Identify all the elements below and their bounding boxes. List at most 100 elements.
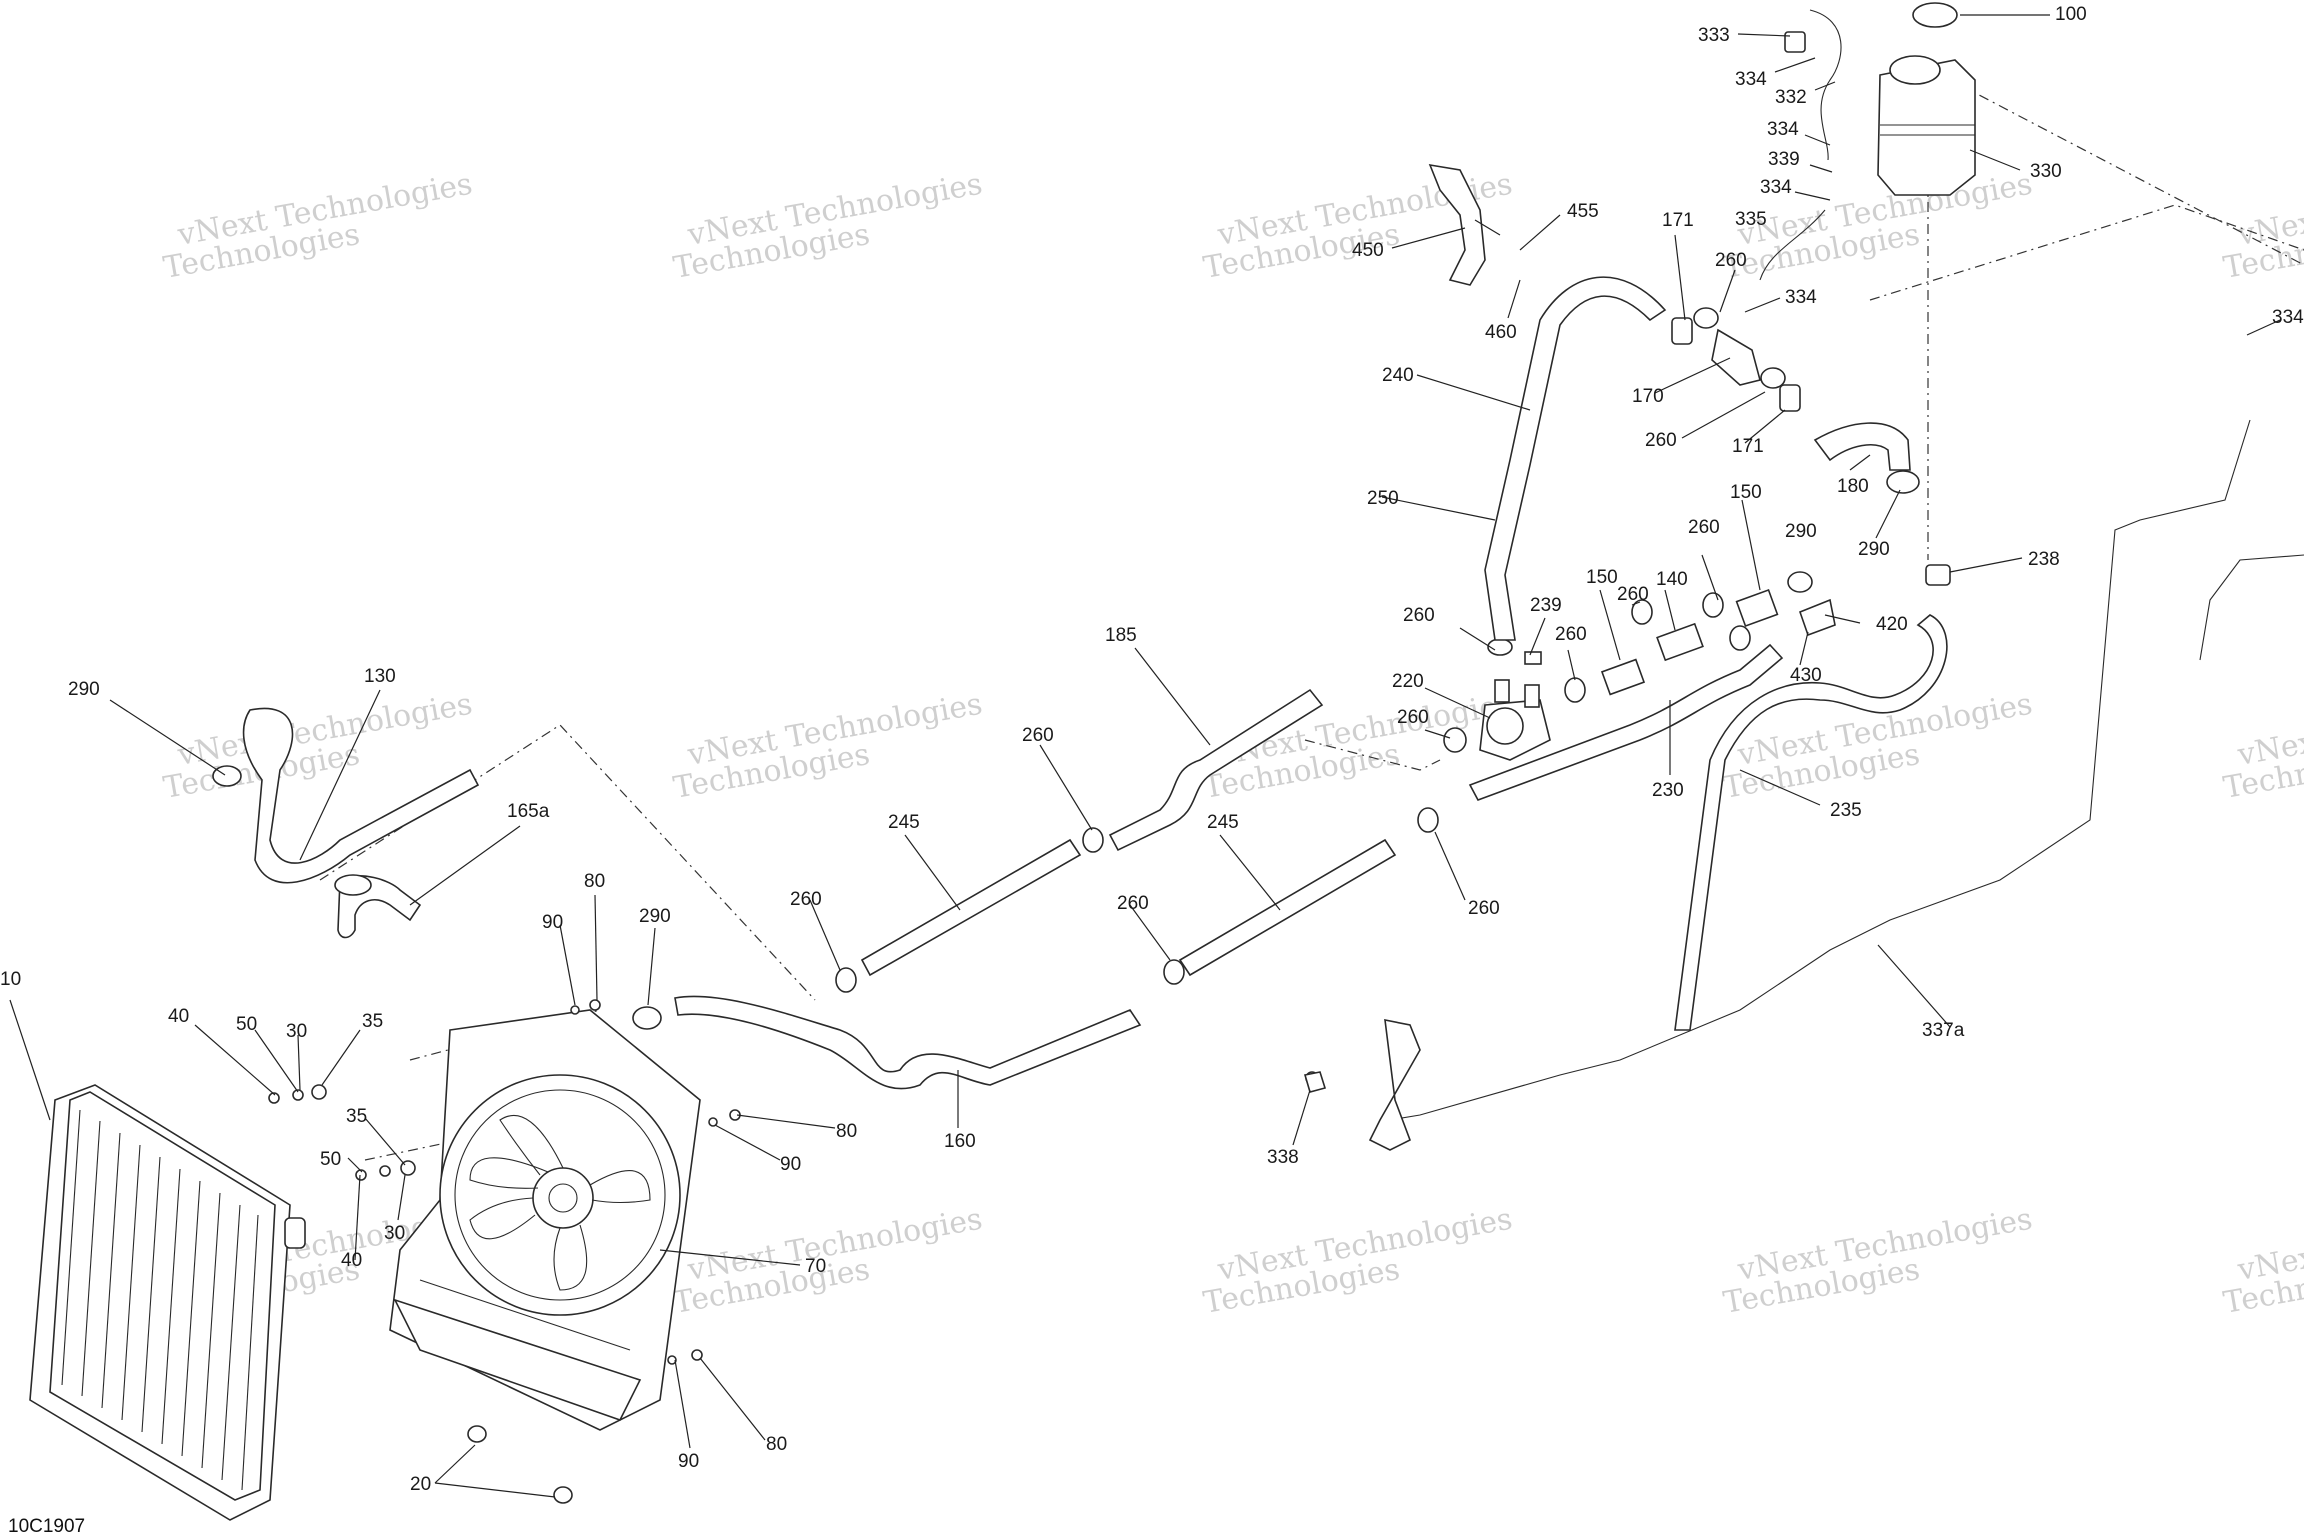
- coupler-140: [1656, 622, 1704, 662]
- leader-lines: [9, 14, 2281, 1498]
- hardware: [268, 999, 1319, 1365]
- callout: 455: [1567, 201, 1599, 222]
- callout: 334: [1760, 177, 1792, 198]
- callout: 260: [1468, 898, 1500, 919]
- callout: 245: [888, 812, 920, 833]
- callout: 450: [1352, 240, 1384, 261]
- fitting-239: [1524, 651, 1542, 665]
- callout: 334: [1735, 69, 1767, 90]
- rubber-mount: [553, 1486, 573, 1504]
- callout: 290: [1858, 539, 1890, 560]
- callout: 50: [236, 1014, 257, 1035]
- callout: 10: [0, 969, 21, 990]
- callout: 260: [1397, 707, 1429, 728]
- callout: 240: [1382, 365, 1414, 386]
- clamp-171: [1671, 317, 1693, 345]
- bracket-450: [1428, 163, 1486, 286]
- fan-shroud: [389, 1009, 701, 1431]
- callout: 260: [1688, 517, 1720, 538]
- callout: 260: [1117, 893, 1149, 914]
- bracket-337a-end: [1368, 1018, 1421, 1151]
- diagram-code: 10C1907: [8, 1516, 85, 1536]
- reference-line: [364, 1139, 461, 1161]
- callout: 332: [1775, 87, 1807, 108]
- callout: 150: [1586, 567, 1618, 588]
- vent-hose-335: [1759, 209, 1826, 281]
- coolant-reservoir: [1877, 2, 1976, 196]
- callout: 335: [1735, 209, 1767, 230]
- coupler-150: [1735, 588, 1779, 628]
- hose-337a: [1389, 419, 2251, 1121]
- vent-hose-332: [1809, 9, 1842, 161]
- callout: 160: [944, 1131, 976, 1152]
- callout: 180: [1837, 476, 1869, 497]
- hose-clamps-260: [835, 307, 1786, 993]
- callout: 30: [384, 1223, 405, 1244]
- callout: 230: [1652, 780, 1684, 801]
- callout: 80: [584, 871, 605, 892]
- callout: 90: [678, 1451, 699, 1472]
- callout: 70: [805, 1256, 826, 1277]
- callout: 250: [1367, 488, 1399, 509]
- reference-line: [1304, 739, 1441, 771]
- callout: 334: [2272, 307, 2304, 328]
- hose-240-250: [1484, 276, 1667, 641]
- callout: 333: [1698, 25, 1730, 46]
- coolant-tube-245: [860, 838, 1082, 977]
- callout: 30: [286, 1021, 307, 1042]
- connector-333: [1784, 31, 1806, 53]
- callout: 130: [364, 666, 396, 687]
- callout: 238: [2028, 549, 2060, 570]
- callout: 40: [168, 1006, 189, 1027]
- callout: 35: [346, 1106, 367, 1127]
- callout: 290: [1785, 521, 1817, 542]
- callout: 50: [320, 1149, 341, 1170]
- coupler-150: [1600, 658, 1646, 696]
- callout: 460: [1485, 322, 1517, 343]
- thermostat-housing: [1479, 679, 1551, 761]
- callout-labels: 333 100 334 332 334 330 339 334 455 335 …: [0, 4, 2304, 1495]
- callout: 185: [1105, 625, 1137, 646]
- reference-line: [1959, 84, 2304, 266]
- callout: 260: [790, 889, 822, 910]
- hose-230: [1468, 643, 1784, 801]
- callout: 35: [362, 1011, 383, 1032]
- callout: 20: [410, 1474, 431, 1495]
- callout: 338: [1267, 1147, 1299, 1168]
- callout: 290: [639, 906, 671, 927]
- elbow-hose-180: [1813, 422, 1911, 471]
- clamp-238: [1925, 564, 1951, 586]
- callout: 334: [1767, 119, 1799, 140]
- callout: 80: [836, 1121, 857, 1142]
- callout: 80: [766, 1434, 787, 1455]
- parts: [29, 2, 2304, 1521]
- callout: 171: [1732, 436, 1764, 457]
- callout: 330: [2030, 161, 2062, 182]
- callout: 430: [1790, 665, 1822, 686]
- fitting-170: [1711, 328, 1761, 386]
- callout: 260: [1645, 430, 1677, 451]
- callout: 245: [1207, 812, 1239, 833]
- callout: 334: [1785, 287, 1817, 308]
- callout: 339: [1768, 149, 1800, 170]
- callout: 420: [1876, 614, 1908, 635]
- coolant-tube-245: [1178, 838, 1397, 977]
- callout: 260: [1403, 605, 1435, 626]
- callout: 140: [1656, 569, 1688, 590]
- lower-hose: [674, 995, 1142, 1090]
- hose-337a: [2199, 554, 2304, 661]
- callout: 170: [1632, 386, 1664, 407]
- callout: 90: [780, 1154, 801, 1175]
- callout: 40: [341, 1250, 362, 1271]
- callout: 100: [2055, 4, 2087, 25]
